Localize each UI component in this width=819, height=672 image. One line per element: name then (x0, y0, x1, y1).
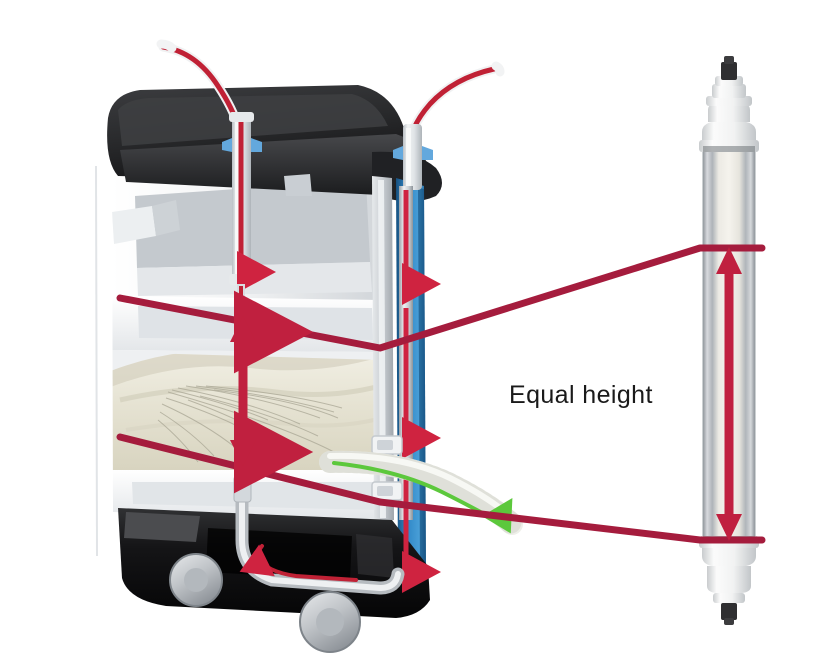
dialyzer-height-arrow (716, 247, 742, 541)
dialyzer-bottom-connector (721, 603, 737, 625)
right-clamp-wing (393, 146, 403, 160)
machine-shelf-lip-side (152, 200, 180, 236)
machine-base-right-block (356, 534, 394, 578)
left-clamp-wing (222, 138, 232, 152)
machine-cutaway-edge-line (95, 165, 98, 557)
machine-inner-shelf-face (137, 262, 372, 296)
dialysis-machine-cutaway (95, 39, 523, 653)
machine-inner-shelf (135, 180, 370, 268)
rear-caster-wheel (169, 553, 223, 607)
left-clamp-wing-right (251, 138, 262, 152)
tube-connector-lower (371, 481, 403, 501)
right-clamp-wing-right (422, 146, 433, 160)
dialyzer-top-connector (721, 56, 737, 80)
front-caster-wheel (299, 591, 361, 653)
machine-top-cover-lower-lip (120, 134, 430, 196)
equal-height-label: Equal height (509, 381, 653, 409)
venous-blood-line (407, 61, 505, 139)
machine-cutaway-edge (96, 166, 113, 556)
equal-height-annotation (116, 244, 766, 544)
base-drain-tube (233, 471, 405, 595)
machine-top-cover-notch (284, 174, 312, 196)
machine-height-arrow (230, 290, 314, 494)
dialysate-outflow-tube (399, 186, 441, 593)
machine-base-top-shade (124, 512, 200, 542)
tube-connector-upper (371, 435, 403, 455)
machine-shelf-lip (112, 206, 156, 244)
right-drip-chamber (393, 124, 433, 190)
